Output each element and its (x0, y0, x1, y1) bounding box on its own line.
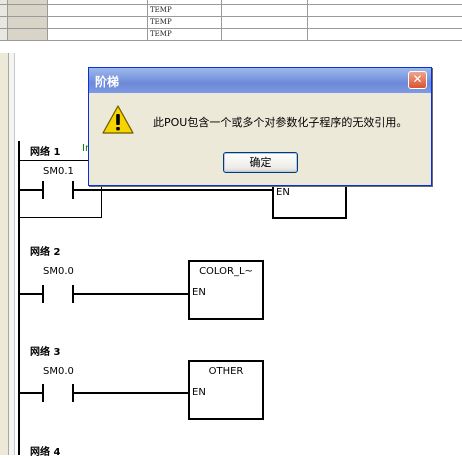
table-row[interactable]: TEMP (0, 0, 462, 5)
dialog-title: 阶梯 (95, 75, 120, 89)
contact-sm0-0-left[interactable] (42, 384, 44, 402)
wire (74, 392, 189, 394)
table-row[interactable]: TEMP (0, 29, 462, 41)
network-4-label[interactable]: 网络 4 (30, 447, 61, 458)
contact-sm0-0-label: SM0.0 (43, 266, 74, 277)
contact-sm0-1-left[interactable] (42, 181, 44, 199)
warning-dialog: 阶梯 ✕ 此POU包含一个或多个对参数化子程序的无效引用。 确定 (88, 67, 432, 186)
contact-sm0-1-label: SM0.1 (43, 166, 74, 177)
var-type-cell[interactable]: TEMP (148, 0, 222, 5)
contact-sm0-0-right[interactable] (72, 285, 74, 303)
dialog-message: 此POU包含一个或多个对参数化子程序的无效引用。 (153, 116, 408, 129)
table-row[interactable]: TEMP (0, 17, 462, 29)
wire (74, 189, 274, 191)
box-title: COLOR_L~ (199, 266, 253, 277)
close-button[interactable]: ✕ (408, 71, 427, 89)
network-1-label[interactable]: 网络 1 (30, 147, 61, 158)
box-title: OTHER (208, 366, 244, 377)
network-2-label[interactable]: 网络 2 (30, 247, 61, 258)
subroutine-box-other[interactable]: OTHER EN (188, 360, 264, 420)
close-icon: ✕ (412, 72, 423, 86)
table-row[interactable]: TEMP (0, 5, 462, 17)
wire (18, 293, 42, 295)
power-rail (18, 141, 20, 455)
variable-table: TEMP TEMP TEMP TEMP (0, 0, 462, 54)
var-type-cell[interactable]: TEMP (148, 17, 222, 29)
network-3-label[interactable]: 网络 3 (30, 347, 61, 358)
contact-sm0-0-left[interactable] (42, 285, 44, 303)
subroutine-box-color-l[interactable]: COLOR_L~ EN (188, 260, 264, 320)
wire (18, 189, 42, 191)
dialog-titlebar[interactable]: 阶梯 ✕ (89, 68, 431, 93)
wire (18, 392, 42, 394)
contact-sm0-1-right[interactable] (72, 181, 74, 199)
box-en-label: EN (192, 287, 206, 298)
contact-sm0-0-right[interactable] (72, 384, 74, 402)
subroutine-box-1[interactable]: EN (272, 183, 347, 219)
editor-gutter (9, 53, 15, 455)
contact-sm0-0-label: SM0.0 (43, 366, 74, 377)
box-en-label: EN (192, 387, 206, 398)
var-type-cell[interactable]: TEMP (148, 29, 222, 41)
box-en-label: EN (276, 187, 290, 198)
network-1-comment[interactable]: In (82, 143, 92, 154)
editor-left-bar (0, 53, 9, 455)
var-type-cell[interactable]: TEMP (148, 5, 222, 17)
warning-icon (102, 105, 134, 134)
wire (74, 293, 189, 295)
ok-button[interactable]: 确定 (223, 152, 298, 173)
